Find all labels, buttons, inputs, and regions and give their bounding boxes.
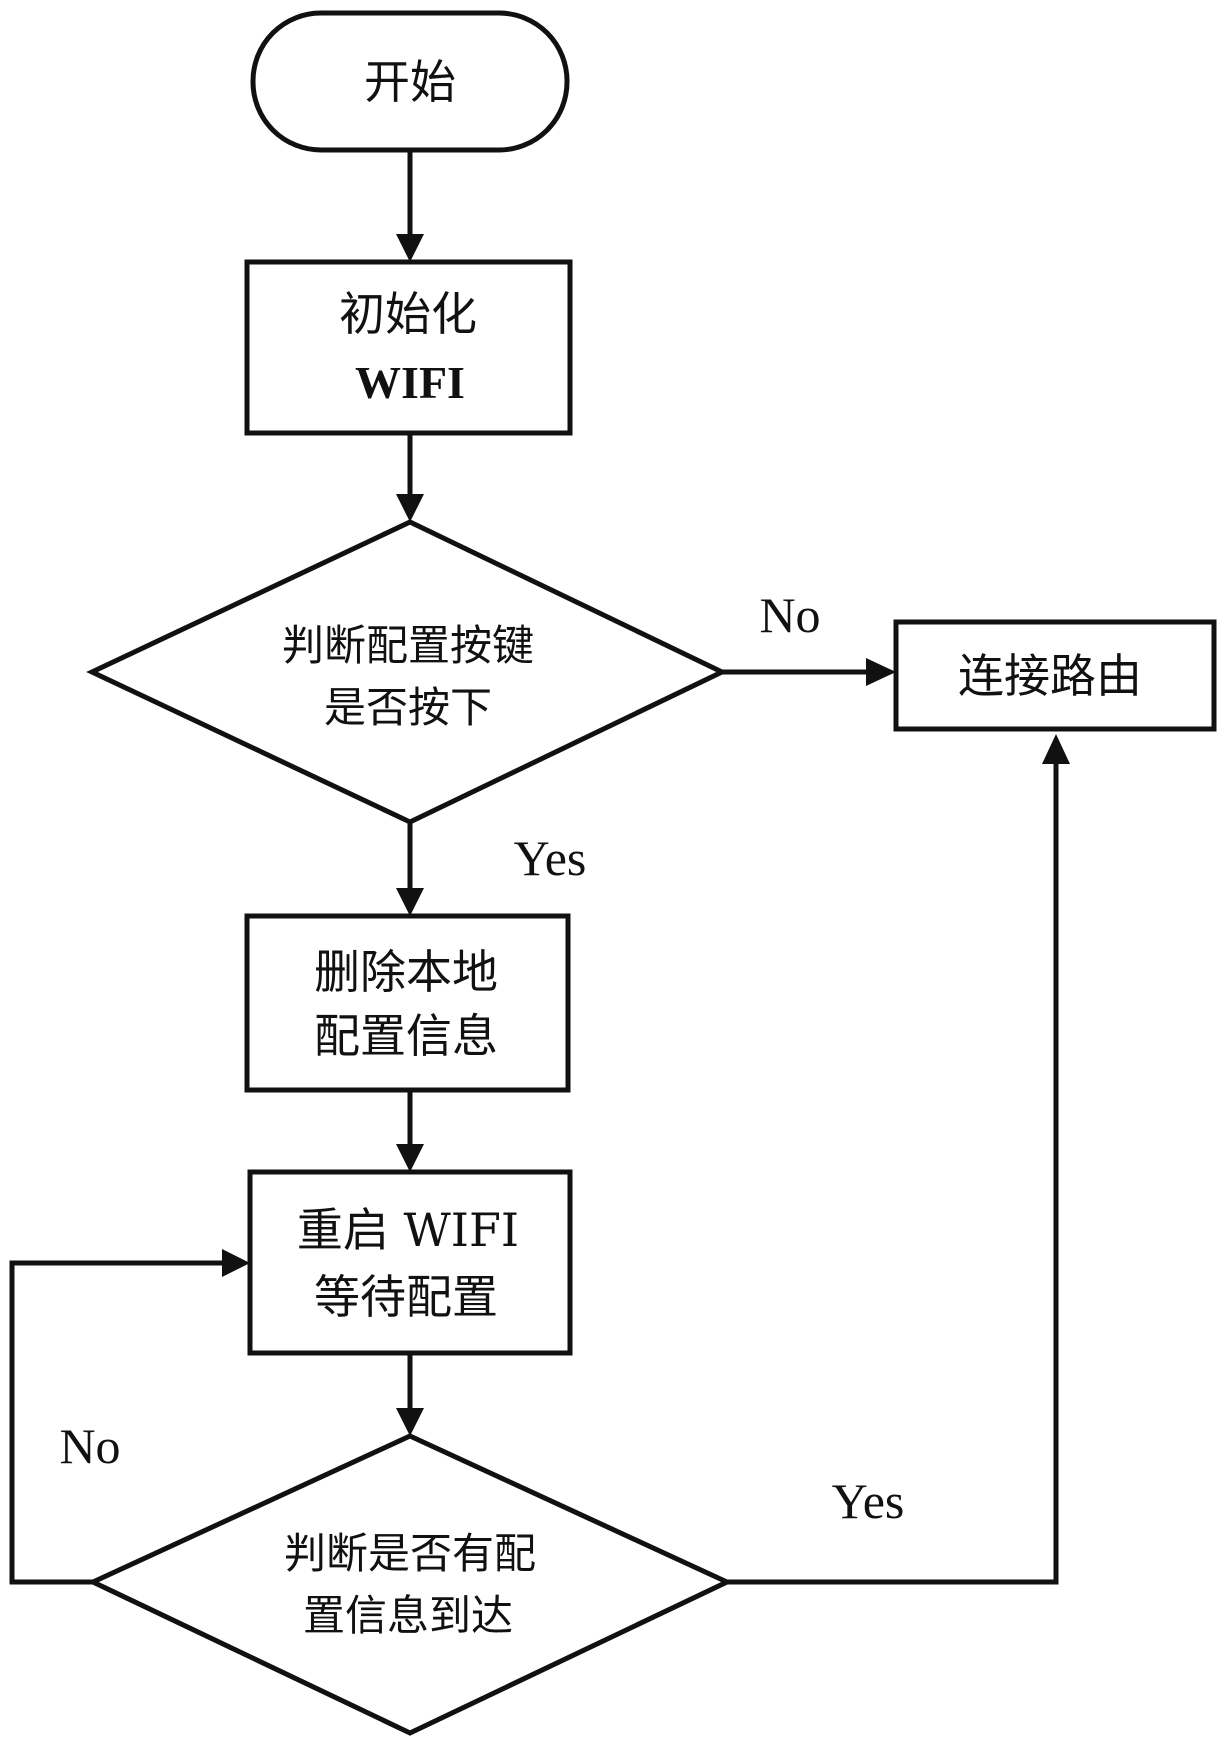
delete-config-line1: 删除本地 bbox=[314, 945, 498, 999]
start-node: 开始 bbox=[250, 10, 570, 153]
restart-wifi-line2: 等待配置 bbox=[314, 1270, 498, 1324]
connectors bbox=[9, 150, 1070, 1585]
arrowhead-start-to-init bbox=[396, 234, 424, 262]
arrowhead-restart-to-check-config bbox=[396, 1408, 424, 1436]
init-wifi-line2: WIFI bbox=[355, 357, 465, 408]
edge-label-check-config-yes: Yes bbox=[832, 1473, 905, 1529]
init-wifi-node: 初始化 WIFI bbox=[244, 259, 573, 436]
arrowhead-init-to-check-key bbox=[396, 494, 424, 522]
arrow-check-config-to-connect bbox=[727, 760, 1059, 1585]
connect-router-label: 连接路由 bbox=[958, 649, 1142, 703]
start-label: 开始 bbox=[364, 55, 456, 109]
arrowhead-check-config-loop-no bbox=[222, 1249, 250, 1277]
check-config-decision: 判断是否有配 置信息到达 bbox=[87, 1433, 733, 1736]
check-key-line1: 判断配置按键 bbox=[282, 621, 534, 670]
delete-config-line2: 配置信息 bbox=[314, 1009, 498, 1063]
connect-router-node: 连接路由 bbox=[893, 619, 1217, 732]
edge-label-check-key-no: No bbox=[759, 587, 820, 643]
restart-wifi-line1: 重启 WIFI bbox=[297, 1203, 519, 1257]
check-config-line1: 判断是否有配 bbox=[284, 1529, 536, 1578]
edge-label-check-config-no: No bbox=[59, 1418, 120, 1474]
check-key-line2: 是否按下 bbox=[324, 683, 492, 732]
init-wifi-line1: 初始化 bbox=[339, 287, 477, 341]
restart-wifi-node: 重启 WIFI 等待配置 bbox=[247, 1169, 573, 1356]
delete-config-node: 删除本地 配置信息 bbox=[244, 913, 571, 1093]
check-key-decision: 判断配置按键 是否按下 bbox=[86, 519, 728, 825]
arrowhead-check-key-to-connect bbox=[866, 658, 896, 686]
arrowhead-check-key-to-delete bbox=[396, 888, 424, 916]
edge-label-check-key-yes: Yes bbox=[514, 830, 587, 886]
check-config-line2: 置信息到达 bbox=[303, 1591, 513, 1640]
arrowhead-check-config-to-connect bbox=[1042, 734, 1070, 764]
arrow-check-config-loop-no bbox=[9, 1260, 226, 1585]
arrowhead-delete-to-restart bbox=[396, 1144, 424, 1172]
